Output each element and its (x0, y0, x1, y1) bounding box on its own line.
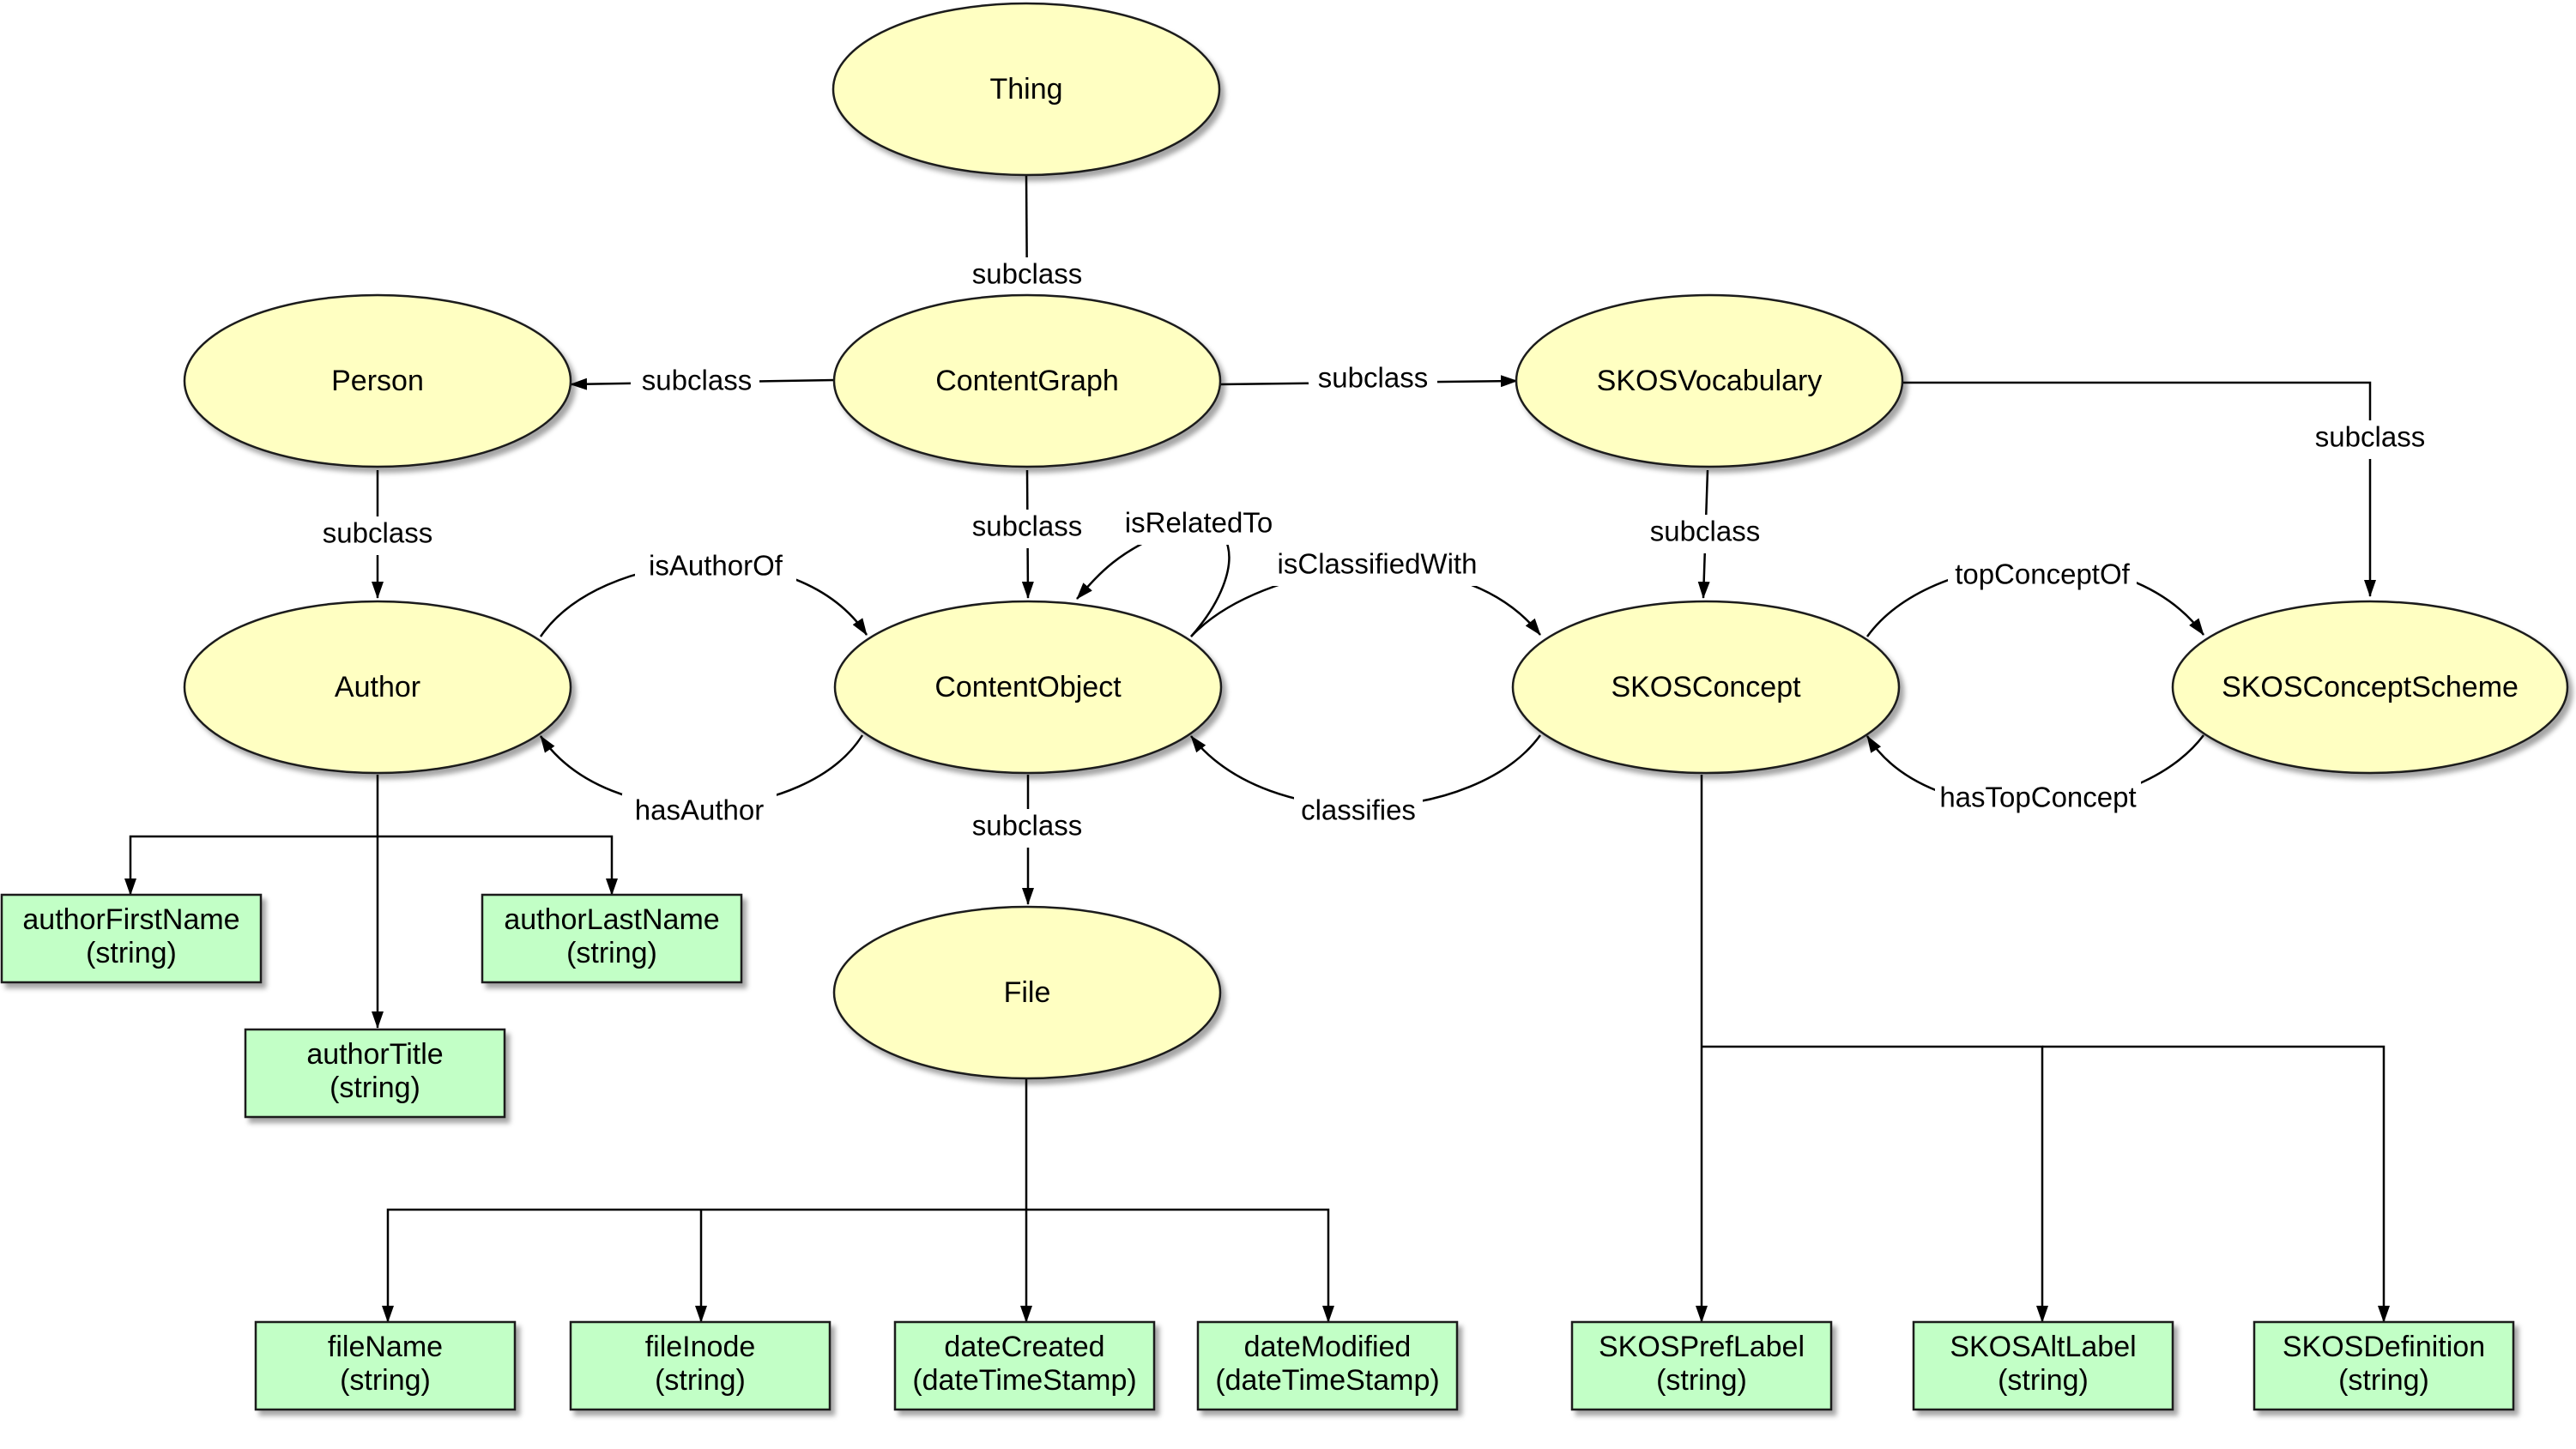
svg-text:SKOSAltLabel: SKOSAltLabel (1950, 1331, 2136, 1363)
edge-label-skosconcept-subclass: subclass (1641, 515, 1769, 553)
svg-text:SKOSConcept: SKOSConcept (1611, 671, 1801, 703)
property-datecreated[interactable]: dateCreated (dateTimeStamp) (893, 1320, 1156, 1411)
node-contentobject[interactable]: ContentObject (833, 600, 1223, 775)
svg-text:(string): (string) (2338, 1364, 2429, 1397)
svg-text:topConceptOf: topConceptOf (1955, 558, 2130, 590)
svg-text:authorFirstName: authorFirstName (22, 903, 239, 936)
property-authorfirstname[interactable]: authorFirstName (string) (0, 893, 263, 984)
node-skosconcept[interactable]: SKOSConcept (1511, 600, 1901, 775)
edge-label-isauthorof: isAuthorOf (635, 549, 796, 588)
edge-author-authorlastname (378, 835, 618, 896)
edge-label-author-subclass: subclass (313, 516, 442, 555)
svg-text:Thing: Thing (989, 73, 1062, 106)
property-authorlastname[interactable]: authorLastName (string) (481, 893, 743, 984)
svg-text:isAuthorOf: isAuthorOf (649, 550, 783, 582)
node-thing[interactable]: Thing (831, 2, 1221, 177)
property-skosaltlabel[interactable]: SKOSAltLabel (string) (1912, 1320, 2174, 1411)
svg-text:subclass: subclass (1650, 516, 1760, 547)
svg-text:subclass: subclass (1318, 362, 1428, 394)
svg-text:subclass: subclass (2315, 421, 2425, 453)
edge-label-classifies: classifies (1294, 794, 1423, 832)
edge-skosconcept-skosaltlabel (1702, 1045, 2048, 1323)
svg-text:isClassifiedWith: isClassifiedWith (1278, 548, 1478, 580)
svg-text:subclass: subclass (972, 510, 1082, 542)
svg-text:dateModified: dateModified (1244, 1331, 1412, 1363)
svg-text:subclass: subclass (642, 365, 752, 396)
svg-text:subclass: subclass (972, 258, 1082, 290)
edge-label-skosconceptscheme-subclass: subclass (2307, 420, 2435, 459)
svg-text:(dateTimeStamp): (dateTimeStamp) (912, 1364, 1136, 1397)
property-fileinode[interactable]: fileInode (string) (569, 1320, 831, 1411)
edge-skosconcept-skosdefinition (2042, 1045, 2390, 1323)
svg-text:subclass: subclass (972, 810, 1082, 842)
svg-text:(string): (string) (1656, 1364, 1747, 1397)
edge-label-file-subclass: subclass (963, 809, 1091, 848)
svg-text:SKOSConceptScheme: SKOSConceptScheme (2222, 671, 2519, 703)
edge-label-isclassifiedwith: isClassifiedWith (1270, 547, 1485, 586)
property-datemodified[interactable]: dateModified (dateTimeStamp) (1196, 1320, 1459, 1411)
svg-text:authorTitle: authorTitle (306, 1038, 443, 1071)
svg-text:(string): (string) (340, 1364, 431, 1397)
node-skosvocabulary[interactable]: SKOSVocabulary (1515, 293, 1904, 468)
svg-text:classifies: classifies (1301, 794, 1416, 826)
edge-label-contentobject-subclass: subclass (963, 510, 1091, 548)
edge-skosvocabulary-skosconceptscheme (1902, 381, 2376, 597)
svg-text:(dateTimeStamp): (dateTimeStamp) (1215, 1364, 1439, 1397)
svg-text:(string): (string) (566, 937, 657, 969)
svg-text:subclass: subclass (323, 517, 432, 549)
property-skosdefinition[interactable]: SKOSDefinition (string) (2252, 1320, 2515, 1411)
edge-label-topconceptof: topConceptOf (1948, 558, 2137, 596)
svg-text:isRelatedTo: isRelatedTo (1125, 507, 1273, 539)
node-author[interactable]: Author (183, 600, 572, 775)
edge-label-person-subclass: subclass (631, 364, 759, 402)
svg-text:ContentGraph: ContentGraph (935, 365, 1119, 397)
svg-text:(string): (string) (655, 1364, 746, 1397)
svg-text:SKOSVocabulary: SKOSVocabulary (1597, 365, 1823, 397)
property-nodes: authorFirstName (string) authorLastName … (0, 893, 2515, 1411)
class-nodes: Thing Person ContentGraph SKOSVocabulary… (183, 2, 2569, 1080)
svg-text:Author: Author (335, 671, 420, 703)
edge-label-isrelatedto: isRelatedTo (1116, 506, 1283, 545)
svg-text:hasAuthor: hasAuthor (635, 794, 764, 826)
edge-label-hastopconcept: hasTopConcept (1935, 781, 2141, 819)
edge-label-skosvocabulary-subclass: subclass (1309, 360, 1437, 399)
svg-text:SKOSDefinition: SKOSDefinition (2283, 1331, 2485, 1363)
svg-text:fileInode: fileInode (645, 1331, 756, 1363)
node-skosconceptscheme[interactable]: SKOSConceptScheme (2171, 600, 2569, 775)
svg-text:Person: Person (331, 365, 424, 397)
property-authortitle[interactable]: authorTitle (string) (244, 1028, 506, 1119)
edge-labels: subclass subclass subclass subclass subc… (313, 257, 2435, 848)
svg-text:(string): (string) (330, 1072, 420, 1104)
node-file[interactable]: File (832, 905, 1222, 1080)
svg-text:SKOSPrefLabel: SKOSPrefLabel (1599, 1331, 1805, 1363)
node-contentgraph[interactable]: ContentGraph (832, 293, 1222, 468)
svg-text:dateCreated: dateCreated (944, 1331, 1104, 1363)
property-skospreflabel[interactable]: SKOSPrefLabel (string) (1570, 1320, 1833, 1411)
edge-file-datemodified (1026, 1208, 1334, 1323)
property-filename[interactable]: fileName (string) (254, 1320, 517, 1411)
svg-text:hasTopConcept: hasTopConcept (1939, 782, 2136, 813)
edge-label-thing-subclass: subclass (963, 257, 1091, 296)
svg-text:ContentObject: ContentObject (934, 671, 1122, 703)
edge-label-hasauthor: hasAuthor (622, 794, 777, 832)
svg-text:(string): (string) (86, 937, 177, 969)
svg-text:(string): (string) (1998, 1364, 2089, 1397)
edge-author-authorfirstname (124, 835, 378, 896)
node-person[interactable]: Person (183, 293, 572, 468)
svg-text:authorLastName: authorLastName (504, 903, 719, 936)
svg-text:File: File (1004, 976, 1051, 1009)
svg-text:fileName: fileName (328, 1331, 443, 1363)
edge-file-filename (382, 1208, 1026, 1323)
